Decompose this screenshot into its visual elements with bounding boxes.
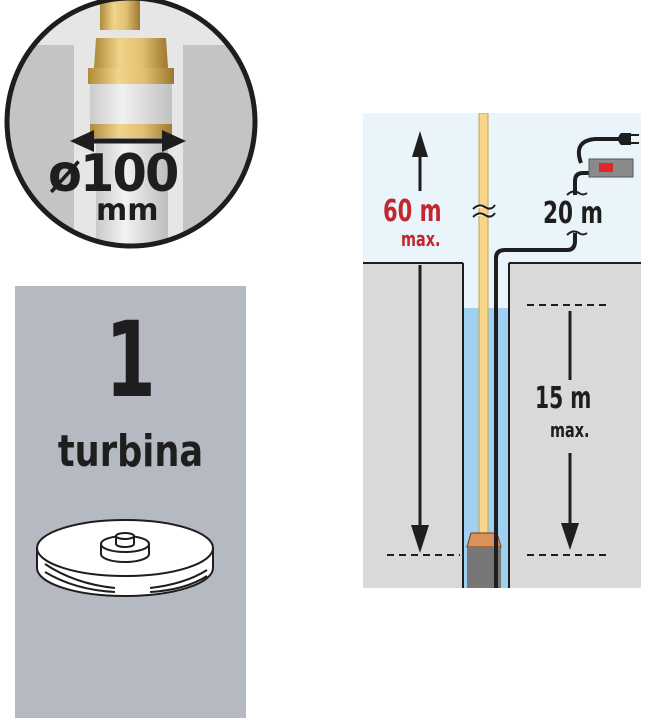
turbine-label: turbina (57, 426, 204, 477)
turbine-panel: 1 turbina (15, 286, 246, 718)
diameter-unit: mm (96, 193, 159, 228)
cable-length-value: 20 m (543, 196, 604, 231)
plug-icon (618, 133, 639, 145)
control-box-icon (588, 158, 634, 178)
diameter-value: 100 (80, 144, 179, 204)
diameter-badge: ø100 mm (0, 0, 262, 250)
total-depth-value: 60 m (383, 194, 442, 229)
well-diagram: 60 m max. 20 m 15 m max. (363, 113, 641, 588)
immersion-depth-qualifier: max. (550, 418, 590, 442)
total-depth-qualifier: max. (401, 227, 441, 251)
pump-filter-icon (4, 0, 258, 249)
well-cross-section (363, 113, 641, 588)
turbine-count: 1 (105, 299, 156, 421)
impeller-icon (36, 519, 214, 597)
pipe-break-icon (472, 204, 496, 218)
immersion-depth-value: 15 m (535, 381, 592, 416)
diameter-symbol: ø (48, 144, 82, 204)
